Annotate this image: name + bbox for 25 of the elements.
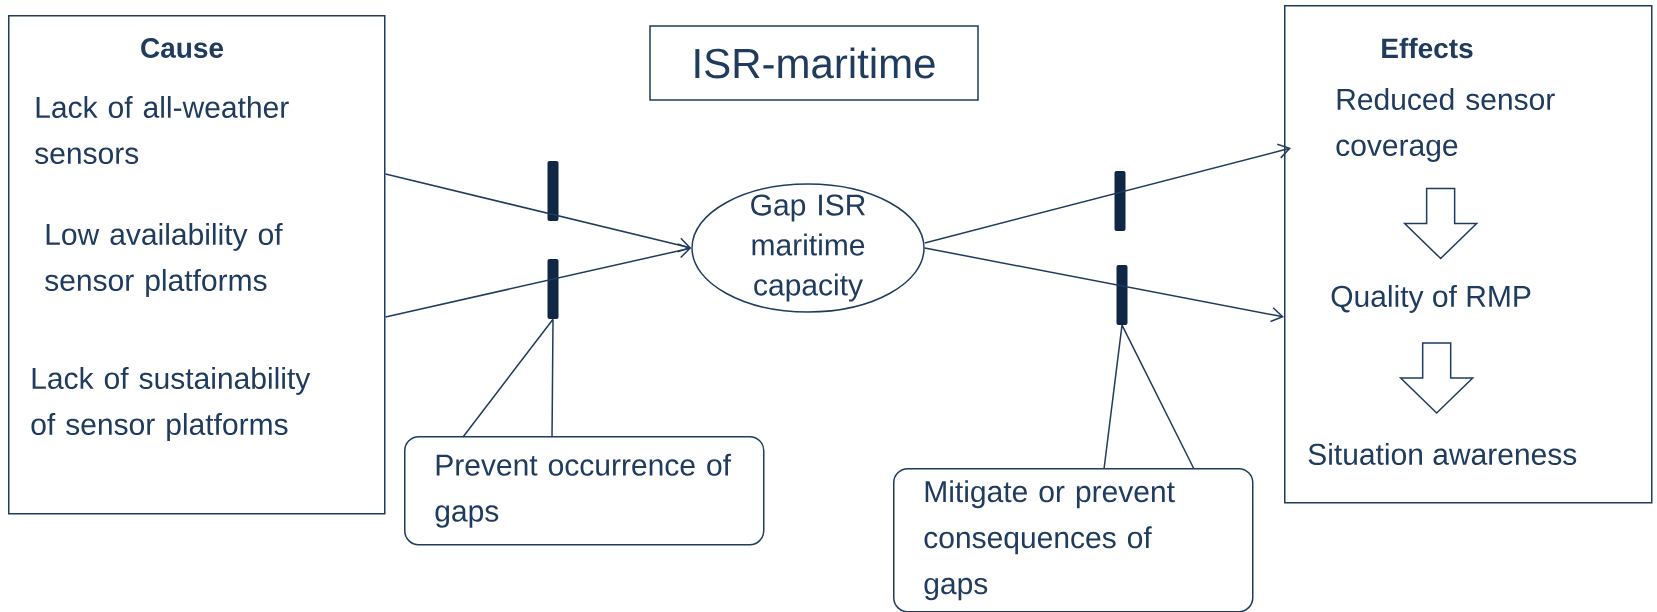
arrow <box>384 173 692 253</box>
barrier-bar <box>1114 171 1126 231</box>
heading: Effects <box>1382 37 1473 59</box>
barrier-bar <box>547 259 559 319</box>
callout-box: Mitigate or prevent consequences of gaps <box>893 468 1254 612</box>
barrier-bar <box>547 161 559 221</box>
arrow <box>924 143 1291 244</box>
arrow <box>384 243 692 318</box>
barrier-bar <box>1116 265 1128 325</box>
list-item: Low availability of sensor platforms <box>45 223 283 297</box>
leader-line <box>462 318 554 438</box>
heading: Cause <box>141 38 224 58</box>
arrow <box>924 247 1284 323</box>
effects-box <box>1284 5 1653 504</box>
effect-text: Situation awareness <box>1308 442 1577 465</box>
cause-box <box>8 15 386 515</box>
list-item: Lack of all-weather sensors <box>35 95 289 164</box>
list-item: Lack of sustainability of sensor platforms <box>31 367 311 441</box>
effect-text: Reduced sensor coverage <box>1336 88 1555 162</box>
leader-line <box>1103 324 1195 470</box>
effect-text: Quality of RMP <box>1331 285 1531 313</box>
block-arrow <box>1398 342 1475 414</box>
title-box: ISR-maritime <box>649 25 979 101</box>
callout-box: Prevent occurrence of gaps <box>404 436 765 546</box>
block-arrow <box>1402 187 1479 260</box>
